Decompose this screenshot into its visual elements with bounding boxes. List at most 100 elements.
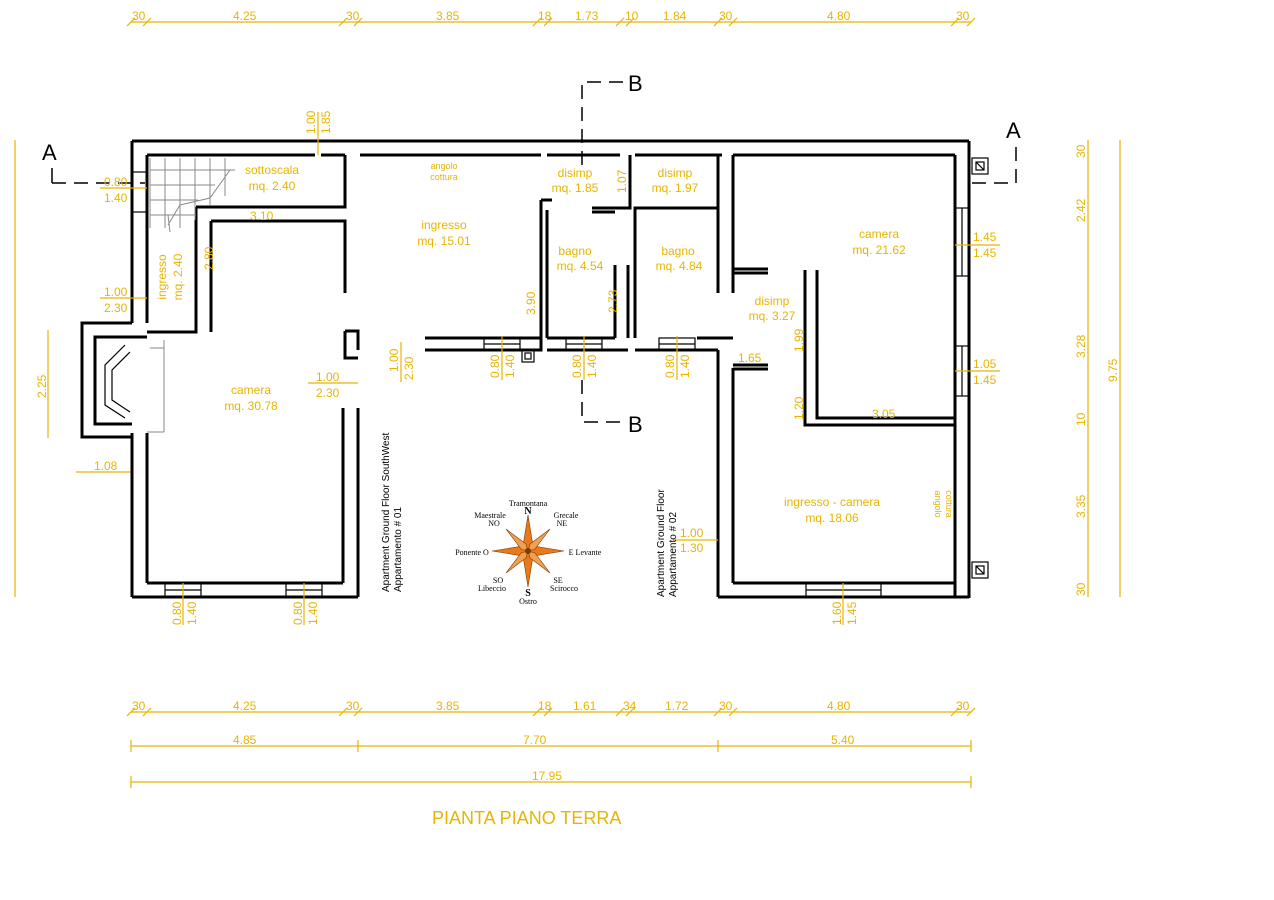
- interior-walls: [80, 155, 955, 439]
- total-dimension: 17.95: [130, 769, 972, 788]
- dimension-tick: [950, 707, 960, 717]
- dim-bottom2-0: 4.85: [233, 733, 257, 747]
- room-ingresso-camera-area: mq. 18.06: [805, 511, 859, 525]
- left-dimension-chain: 2.25 1.08: [14, 140, 132, 597]
- o-080-g: 0.80: [663, 354, 677, 378]
- compass-se-name: Scirocco: [550, 584, 578, 593]
- dim-bottom-0: 30: [132, 699, 146, 713]
- room-ingresso-main-area: mq. 15.01: [417, 234, 471, 248]
- room-bagno-1-name: bagno: [558, 244, 592, 258]
- section-a-left: A: [42, 140, 57, 165]
- v-280: 2.80: [202, 246, 216, 270]
- compass-o: Ponente O: [455, 548, 489, 557]
- room-ingresso-stair-area: mq. 2.40: [171, 253, 185, 300]
- o-140-i: 1.40: [306, 601, 320, 625]
- dim-right-0: 30: [1074, 144, 1088, 158]
- o-145-j: 1.45: [845, 601, 859, 625]
- room-ingresso-main-name: ingresso: [421, 218, 467, 232]
- dim-bottom-2: 30: [346, 699, 360, 713]
- dim-bottom-10: 30: [956, 699, 970, 713]
- room-disimp-1-area: mq. 1.85: [552, 181, 599, 195]
- dim-top-4: 18: [538, 9, 552, 23]
- room-angolo-cottura-2a: angolo: [933, 490, 943, 517]
- dimension-tick: [126, 17, 136, 27]
- bottom-dimension-chain-2: 4.85 7.70 5.40: [130, 733, 972, 752]
- dim-right-2: 3.28: [1074, 334, 1088, 358]
- o-140-g: 1.40: [678, 354, 692, 378]
- room-sottoscala-area: mq. 2.40: [249, 179, 296, 193]
- o-230-c: 2.30: [316, 386, 340, 400]
- room-disimp-2-name: disimp: [658, 166, 693, 180]
- dim-top-9: 4.80: [827, 9, 851, 23]
- dimension-tick: [543, 17, 553, 27]
- dim-top-10: 30: [956, 9, 970, 23]
- compass-no-name: Maestrale: [474, 511, 506, 520]
- apt1-line2: Appartamento # 01: [393, 507, 404, 592]
- dim-top-6: 10: [625, 9, 639, 23]
- section-markers: A A B B: [42, 71, 1021, 437]
- dimension-tick: [532, 707, 542, 717]
- room-ingresso-camera-name: ingresso - camera: [784, 495, 880, 509]
- dimension-tick: [950, 17, 960, 27]
- dim-bottom-7: 1.72: [665, 699, 689, 713]
- o-140-a: 1.40: [104, 191, 128, 205]
- compass-star-icon: [491, 514, 565, 588]
- dim-bottom-5: 1.61: [573, 699, 597, 713]
- v-199: 1.99: [792, 328, 806, 352]
- dim-bottom-4: 18: [538, 699, 552, 713]
- o-145-l: 1.45: [973, 373, 997, 387]
- o-100-a: 1.00: [104, 285, 128, 299]
- flue-ducts: [521, 157, 989, 579]
- compass-s: S: [525, 588, 531, 599]
- dimension-tick: [532, 17, 542, 27]
- plan-title: PIANTA PIANO TERRA: [432, 808, 622, 828]
- right-dimension-chain: 30 2.42 3.28 10 3.35 30 9.75: [1074, 140, 1121, 597]
- dim-bottom-6: 34: [623, 699, 637, 713]
- o-185-b: 1.85: [319, 110, 333, 134]
- dim-bottom-8: 30: [719, 699, 733, 713]
- apt1-line1: Apartment Ground Floor SouthWest: [381, 432, 392, 592]
- dim-bottom2-2: 5.40: [831, 733, 855, 747]
- v-310: 3.10: [250, 209, 274, 223]
- o-145-k: 1.45: [973, 230, 997, 244]
- room-sottoscala-name: sottoscala: [245, 163, 299, 177]
- apt2-line2: Appartamento # 02: [668, 512, 679, 597]
- compass-so: SO: [493, 576, 503, 585]
- dimension-tick: [142, 17, 152, 27]
- v-165: 1.65: [738, 351, 762, 365]
- v-305: 3.05: [872, 407, 896, 421]
- v-120: 1.20: [792, 396, 806, 420]
- dimension-tick: [625, 17, 635, 27]
- dim-right-1: 2.42: [1074, 198, 1088, 222]
- v-273: 2.73: [606, 289, 620, 313]
- dimension-tick: [966, 17, 976, 27]
- compass-n: N: [524, 506, 532, 517]
- dim-total: 17.95: [532, 769, 562, 783]
- bottom-dimension-chain-1: 30 4.25 30 3.85 18 1.61 34 1.72 30 4.80 …: [131, 699, 971, 713]
- room-disimp-3-area: mq. 3.27: [749, 309, 796, 323]
- room-bagno-2-name: bagno: [661, 244, 695, 258]
- room-camera-right-name: camera: [859, 227, 899, 241]
- dimension-tick: [728, 17, 738, 27]
- dimension-tick: [126, 707, 136, 717]
- dim-bottom-1: 4.25: [233, 699, 257, 713]
- section-b-top: B: [628, 71, 643, 96]
- dimension-tick: [353, 707, 363, 717]
- room-disimp-2-area: mq. 1.97: [652, 181, 699, 195]
- room-disimp-3-name: disimp: [755, 294, 790, 308]
- dim-top-1: 4.25: [233, 9, 257, 23]
- compass-rose: Tramontana N S Ostro E Levante Ponente O…: [455, 499, 602, 606]
- compass-no: NO: [488, 519, 500, 528]
- o-100-c: 1.00: [316, 370, 340, 384]
- v-390: 3.90: [524, 291, 538, 315]
- room-ingresso-stair-name: ingresso: [155, 254, 169, 300]
- opening-dimensions: 0.80 1.40 1.00 2.30 1.00 1.85 1.00 2.30 …: [100, 110, 1000, 625]
- o-080-f: 0.80: [570, 354, 584, 378]
- compass-ne: NE: [557, 519, 568, 528]
- dimension-tick: [353, 17, 363, 27]
- o-140-f: 1.40: [585, 354, 599, 378]
- o-130-m: 1.30: [680, 541, 704, 555]
- o-140-e: 1.40: [503, 354, 517, 378]
- o-100-m: 1.00: [680, 526, 704, 540]
